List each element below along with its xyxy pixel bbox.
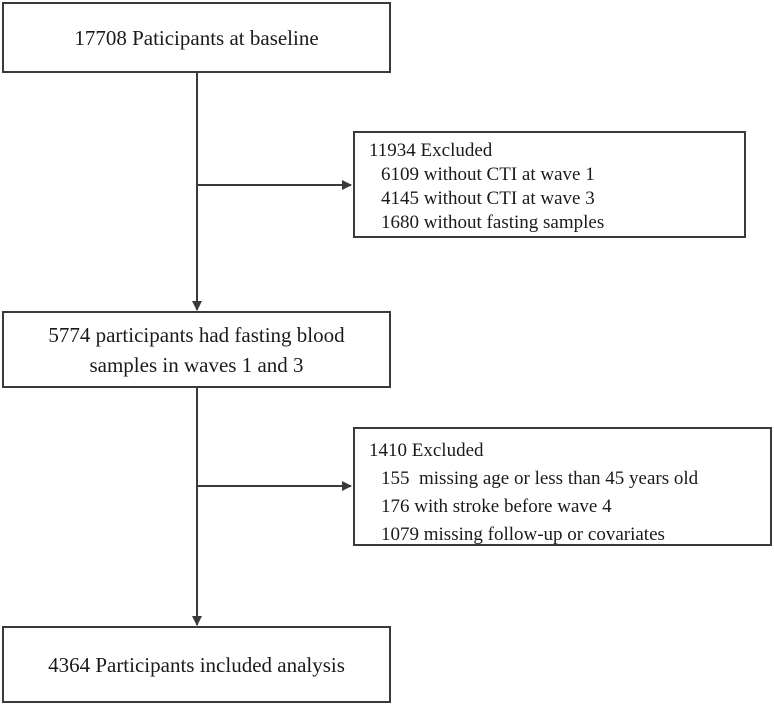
exclusion-1-item: 6109 without CTI at wave 1: [381, 164, 595, 185]
baseline-box: 17708 Paticipants at baseline: [2, 2, 391, 73]
exclusion-1-item: 1680 without fasting samples: [381, 212, 605, 233]
included-label: 4364 Participants included analysis: [48, 652, 345, 677]
exclusion-2-item: 1079 missing follow-up or covariates: [381, 524, 665, 545]
baseline-label: 17708 Paticipants at baseline: [74, 25, 319, 50]
fasting-label-line: samples in waves 1 and 3: [89, 352, 304, 377]
exclusion-1-item: 4145 without CTI at wave 3: [381, 188, 595, 209]
fasting-label-line: 5774 participants had fasting blood: [48, 322, 345, 347]
fasting-samples-box: 5774 participants had fasting blood samp…: [2, 311, 391, 388]
exclusion-2-item: 176 with stroke before wave 4: [381, 496, 612, 517]
included-box: 4364 Participants included analysis: [2, 626, 391, 703]
exclusion-2-header: 1410 Excluded: [369, 440, 484, 461]
exclusion-1-header: 11934 Excluded: [369, 140, 493, 161]
exclusion-2-item: 155 missing age or less than 45 years ol…: [381, 468, 699, 489]
exclusion-box-2: 1410 Excluded 155 missing age or less th…: [353, 427, 772, 546]
exclusion-box-1: 11934 Excluded 6109 without CTI at wave …: [353, 131, 746, 238]
